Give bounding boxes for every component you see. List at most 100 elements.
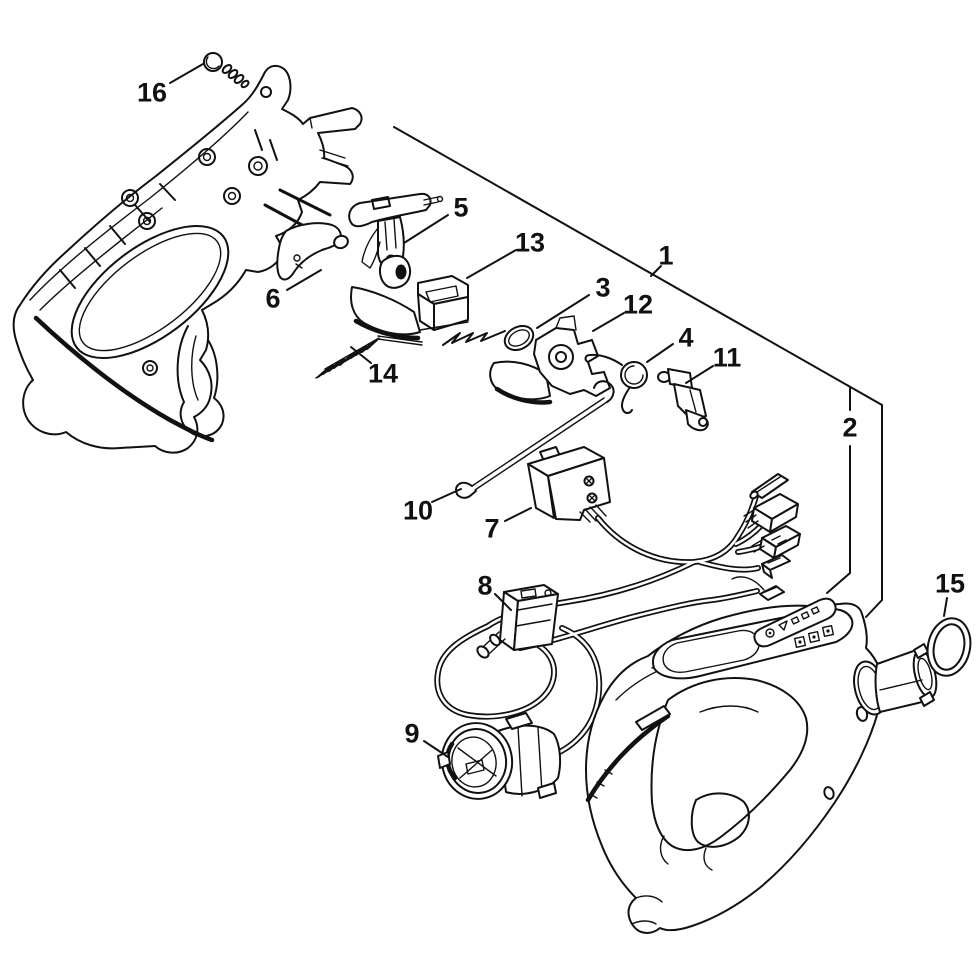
housing-bracket-2-lower (826, 445, 851, 594)
rear-housing-lobe-line (191, 335, 199, 401)
boss-hole (227, 191, 237, 201)
rear-housing-seam-edge (33, 315, 215, 443)
part-label-10: 10 (403, 496, 433, 526)
panel-button (807, 630, 821, 644)
leader-line-6 (286, 269, 322, 291)
part-label-4: 4 (678, 323, 693, 353)
ring-3 (503, 325, 535, 351)
spring-leg-left (584, 353, 623, 366)
ring-outer (503, 325, 535, 351)
leader-line-1 (650, 265, 662, 277)
leader-line-16 (169, 63, 204, 84)
rod-top-hook (593, 380, 615, 403)
module-screw-cross (588, 494, 596, 502)
leader-line-9 (423, 740, 449, 758)
boss-hole (253, 161, 263, 171)
switch-plunger-collar (489, 633, 501, 647)
leader-line-3 (536, 294, 590, 329)
inner-detail (659, 835, 669, 865)
screw-thread (227, 69, 239, 79)
leader-line-14 (350, 346, 372, 364)
lever-knob (333, 234, 349, 250)
part-label-8: 8 (477, 571, 492, 601)
part-label-14: 14 (368, 359, 398, 389)
spring-leg-bottom (620, 386, 633, 414)
housing-seam-teeth (589, 769, 613, 799)
leader-line-5 (403, 214, 449, 244)
bracket-stub-end (698, 417, 708, 427)
trigger-barrel (378, 254, 412, 289)
trigger-pin-tip (436, 195, 444, 203)
handle-housing-2 (585, 597, 938, 934)
boss-hole (146, 364, 154, 372)
carrier-bottom-line (419, 321, 469, 331)
plate-icon-dot (768, 631, 772, 635)
socket-body-lines (517, 726, 543, 797)
part-label-12: 12 (623, 290, 653, 320)
motor (853, 643, 938, 716)
part-label-1: 1 (658, 241, 673, 271)
rod-line (471, 397, 608, 491)
contact-bracket-11 (657, 368, 709, 432)
spade-terminal (749, 473, 789, 500)
motor-tab-bottom (919, 691, 935, 707)
leader-line-4 (646, 343, 674, 363)
boss (248, 156, 268, 176)
carrier-box-opening (425, 285, 459, 303)
plate-icon-circle (765, 628, 775, 638)
spring-wire-squiggle (442, 330, 506, 346)
compression-spring-14 (315, 337, 380, 379)
part-label-16: 16 (137, 78, 167, 108)
boss (198, 148, 216, 166)
grip-inner-line (699, 705, 759, 713)
leader-line-8 (494, 593, 512, 611)
bracket-inner-line (689, 389, 697, 413)
switch-plunger-tip (476, 645, 490, 659)
panel-button (793, 635, 807, 649)
rear-housing-window-outer (70, 224, 230, 360)
button-dot (826, 629, 830, 633)
assembly-bracket-1 (393, 126, 883, 618)
switch-lines (515, 603, 553, 627)
lever-outline (276, 222, 342, 281)
connector-large (743, 493, 799, 533)
lever-hole (293, 254, 301, 262)
fin-hole (260, 86, 272, 98)
part-label-11: 11 (713, 343, 742, 373)
socket-bottom-tab (537, 782, 557, 799)
boss-hole (202, 152, 212, 162)
rear-housing-ribs (59, 129, 278, 289)
latch-pivot-boss (548, 344, 574, 370)
connector-socket-9 (437, 712, 562, 800)
spring-coil-outer (620, 361, 648, 389)
ring-inner (508, 329, 530, 347)
screw-thread (240, 79, 250, 89)
carrier-pin (377, 335, 423, 346)
plate-icon-square (800, 611, 810, 620)
module-front (547, 457, 611, 521)
boss (223, 187, 241, 205)
connector-small (761, 554, 791, 579)
trigger-body-ribs (384, 218, 397, 251)
rear-housing-top-rib (29, 111, 249, 301)
rear-housing-window-inner (78, 232, 222, 352)
rear-housing-top-rib2 (39, 207, 163, 311)
harness-cables (434, 493, 777, 760)
spring-coil-inner (624, 365, 644, 385)
rear-housing-outline (12, 64, 363, 454)
lever-notch (295, 263, 303, 269)
o-ring-15 (926, 617, 972, 677)
part-label-2: 2 (842, 413, 857, 443)
housing-foot-lines (631, 895, 663, 925)
screw-16 (203, 52, 250, 89)
housing-screw-hole (823, 786, 835, 800)
inner-trigger-hook (703, 847, 713, 871)
button-dot (812, 635, 816, 639)
rear-housing-lower-lobe (176, 325, 225, 438)
button-dot (798, 640, 802, 644)
part-label-13: 13 (515, 228, 545, 258)
wiring-harness (434, 473, 801, 760)
module-screw-cross (585, 477, 593, 485)
